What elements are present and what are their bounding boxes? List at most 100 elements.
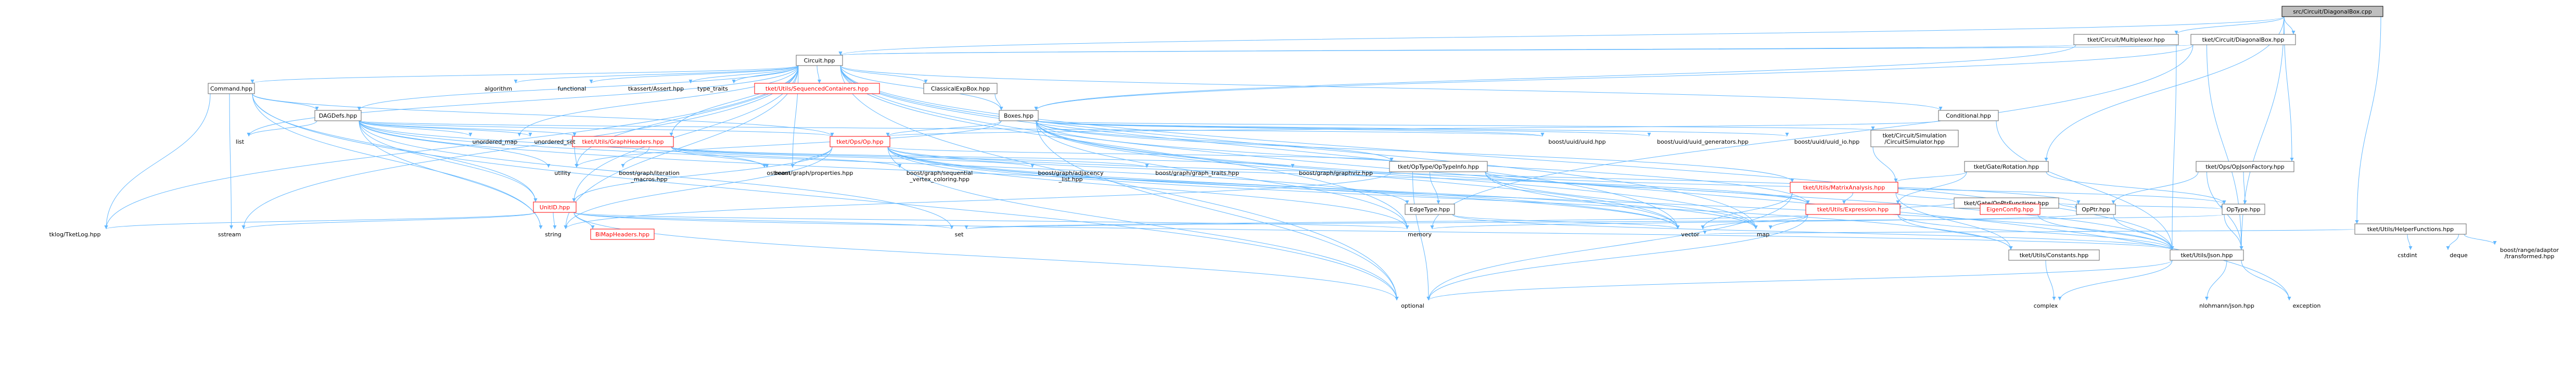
node-unitid[interactable]: UnitID.hpp [533,201,577,213]
node-label-boost_seq_coloring: boost/graph/sequential [907,170,973,176]
node-label-map: map [1757,231,1769,238]
node-multiplexor[interactable]: tket/Circuit/Multiplexor.hpp [2073,34,2179,45]
edge-unitid-to-memory [573,212,1409,230]
edge-dagdefs-to-ostream [359,120,767,168]
node-unordered_set: unordered_set [534,138,576,145]
edge-dagdefs-to-graphheaders [359,120,577,137]
node-graphheaders[interactable]: tket/Utils/GraphHeaders.hpp [572,136,674,147]
node-label-conditional: Conditional.hpp [1946,112,1991,119]
node-label-nlohmann: nlohmann/json.hpp [2199,302,2254,309]
node-type_traits: type_traits [697,85,728,92]
edge-helperfunctions-to-deque [2446,234,2459,250]
edge-expression-to-map [1768,214,1808,230]
edge-expression-to-constants [1897,214,2013,250]
node-label-boost_uuid_generators: boost/uuid/uuid_generators.hpp [1657,138,1749,145]
edge-group [840,65,1399,301]
node-conditional[interactable]: Conditional.hpp [1938,110,1999,121]
edge-group [2207,44,2243,250]
node-label-unordered_map: unordered_map [473,138,518,145]
edge-opptr-to-json [2113,214,2174,250]
edge-group [359,120,1544,137]
node-boxes[interactable]: Boxes.hpp [999,110,1039,121]
node-dagdefs[interactable]: DAGDefs.hpp [314,110,362,121]
edge-gate_opptrfunctions-to-expression [1898,203,1955,210]
node-box-conditional [1938,110,1999,121]
node-label-classicalexpbox: ClassicalExpBox.hpp [931,85,990,92]
edge-graphheaders-to-boost_iteration_macros [621,146,649,168]
node-opptr[interactable]: OpPtr.hpp [2076,204,2116,215]
edge-dagdefs-to-string [359,120,543,230]
node-seqcontainers[interactable]: tket/Utils/SequencedContainers.hpp [754,83,880,94]
edge-json-to-nlohmann [2205,260,2227,301]
node-rotation[interactable]: tket/Gate/Rotation.hpp [1964,161,2049,172]
node-diagonalbox_hpp[interactable]: tket/Circuit/DiagonalBox.hpp [2190,34,2296,45]
node-box-expression [1805,204,1901,215]
node-label-expression: tket/Utils/Expression.hpp [1817,206,1889,213]
node-label-rotation: tket/Gate/Rotation.hpp [1974,163,2039,170]
edge-gate_opptrfunctions-to-opptr [2058,203,2078,210]
edge-eigenconfig-to-json [2037,214,2174,250]
node-label-multiplexor: tket/Circuit/Multiplexor.hpp [2087,36,2165,43]
edge-group [839,16,2285,56]
node-json[interactable]: tket/Utils/Json.hpp [2170,249,2244,261]
edge-optypeinfo-to-map [1485,171,1758,230]
edge-group [252,93,543,230]
node-box-dagdefs [314,110,362,121]
edge-boxes-to-optypeinfo [1036,120,1394,162]
edge-group [2224,214,2243,250]
node-label-boost_range: boost/range/adaptor [2500,247,2559,254]
node-box-rotation [1964,161,2049,172]
node-command[interactable]: Command.hpp [208,83,255,94]
node-boost_iteration_macros: boost/graph/iteration_macros.hpp [619,170,680,183]
node-optype_hpp[interactable]: OpType.hpp [2222,204,2265,215]
edge-dagdefs-to-unordered_set [359,120,532,137]
node-opsjsonfactory[interactable]: tket/Ops/OpJsonFactory.hpp [2196,161,2294,172]
node-label-tklog: tklog/TketLog.hpp [49,231,100,238]
node-tkassert: tkassert/Assert.hpp [628,85,684,92]
node-box-graphheaders [572,136,674,147]
node-constants[interactable]: tket/Utils/Constants.hpp [2008,249,2100,261]
edge-multiplexor-to-json [2170,44,2177,250]
node-edgetype[interactable]: EdgeType.hpp [1405,204,1455,215]
node-optypeinfo[interactable]: tket/OpType/OpTypeInfo.hpp [1389,161,1488,172]
node-eigenconfig[interactable]: EigenConfig.hpp [1980,204,2041,215]
edge-group [359,120,473,137]
node-matrixanalysis[interactable]: tket/Utils/MatrixAnalysis.hpp [1790,182,1898,193]
node-circuit_sim[interactable]: tket/Circuit/Simulation/CircuitSimulator… [1870,130,1959,147]
node-bitmapheaders[interactable]: BiMapHeaders.hpp [590,229,655,240]
node-helperfunctions[interactable]: tket/Utils/HelperFunctions.hpp [2354,223,2467,235]
node-root[interactable]: src/Circuit/DiagonalBox.cpp [2281,6,2383,17]
node-label-sstream: sstream [218,231,241,238]
edge-circuit-to-list [247,65,799,137]
node-label-complex: complex [2034,302,2058,309]
edge-op_hpp-to-string [564,146,833,230]
edge-group [104,65,799,230]
edge-group [1426,192,1793,301]
edge-dagdefs-to-boost_uuid [359,120,1544,137]
edge-op_hpp-to-memory [887,146,1409,230]
node-classicalexpbox[interactable]: ClassicalExpBox.hpp [923,83,998,94]
edge-multiplexor-to-boxes [1034,44,2076,111]
edge-expression-to-set [965,214,1808,230]
edge-group [1485,171,1758,230]
edge-rotation-to-expression [1896,171,1967,205]
node-box-unitid [533,201,577,213]
edge-group [840,65,1758,230]
node-optional: optional [1401,302,1424,309]
node-label-optypeinfo: tket/OpType/OpTypeInfo.hpp [1398,163,1479,170]
node-op_hpp[interactable]: tket/Ops/Op.hpp [830,136,890,147]
node-circuit[interactable]: Circuit.hpp [796,55,843,66]
node-ostream: ostream [767,170,790,176]
node-expression[interactable]: tket/Utils/Expression.hpp [1805,204,1901,215]
node-label-optional: optional [1401,302,1424,309]
edge-opptr-to-memory [1431,214,2079,230]
edge-group [1898,203,1955,210]
node-label-boost_adjacency_list: _list.hpp [1058,176,1082,183]
edge-group [887,146,1394,162]
node-label-type_traits: type_traits [697,85,728,92]
edge-group [1452,214,2174,250]
edge-unitid-to-json [573,212,2174,250]
edge-dagdefs-to-op_hpp [359,120,834,137]
edge-circuit-to-seqcontainers [817,65,821,84]
edge-command-to-tklog [104,93,211,230]
